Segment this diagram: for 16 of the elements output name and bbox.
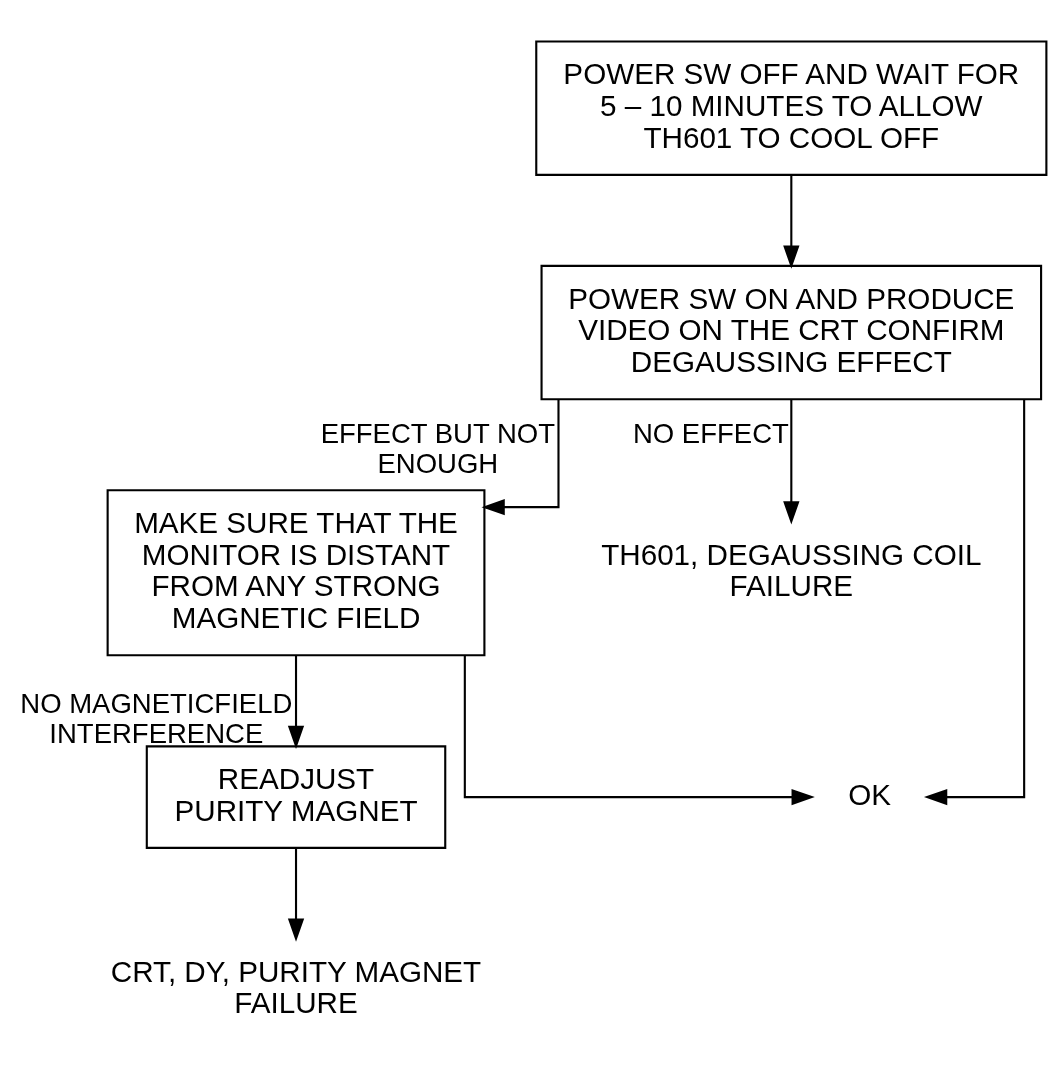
edge-label: NO EFFECT (632, 417, 789, 449)
node-box: READJUST PURITY MAGNET (145, 744, 447, 849)
arrow (287, 655, 305, 749)
arrow (481, 399, 560, 515)
arrow (463, 655, 815, 805)
node-text: TH601, DEGAUSSING COIL FAILURE (601, 537, 982, 602)
edge-label: EFFECT BUT NOT ENOUGH (320, 417, 555, 479)
arrow (783, 174, 800, 269)
arrow (923, 399, 1026, 805)
node-box: POWER SW OFF AND WAIT FOR 5 – 10 MINUTES TO ALLOW TH601 TO COOL OFF (535, 39, 1048, 176)
node-box: POWER SW ON AND PRODUCE VIDEO ON THE CRT CONFIRM DEGAUSSING EFFECT (540, 264, 1043, 400)
node-text: OK (848, 777, 892, 811)
arrow (287, 848, 305, 942)
node-text: CRT, DY, PURITY MAGNET FAILURE (110, 954, 482, 1019)
arrow (783, 398, 800, 525)
node-box: MAKE SURE THAT THE MONITOR IS DISTANT FROM ANY STRONG MAGNETIC FIELD (106, 488, 486, 656)
